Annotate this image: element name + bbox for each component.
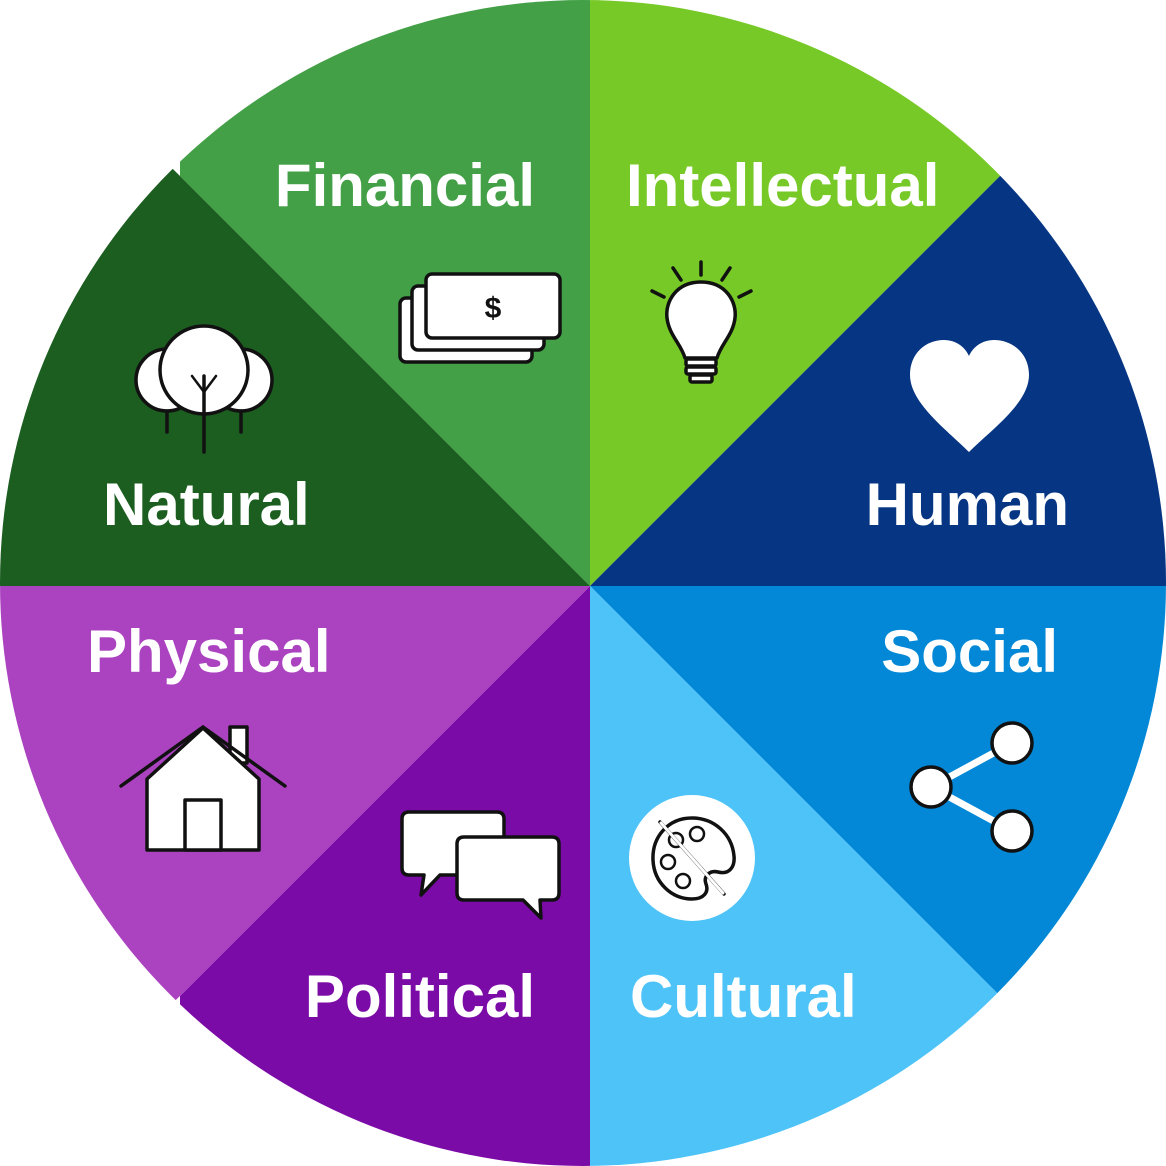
wedge-political: [180, 586, 590, 1166]
wedge-financial: [180, 0, 590, 586]
speech-bubbles-icon: [400, 810, 561, 920]
wedge-social: [590, 586, 1166, 996]
segment-label-cultural: Cultural: [630, 963, 857, 1030]
wedge-cultural: [590, 586, 1000, 1166]
trees-icon: [134, 324, 274, 454]
segment-label-social: Social: [881, 618, 1058, 685]
segment-label-human: Human: [866, 471, 1069, 538]
segment-label-financial: Financial: [275, 152, 535, 219]
lightbulb-icon: [650, 260, 753, 384]
money-icon: $: [398, 272, 562, 364]
svg-text:$: $: [485, 292, 502, 325]
heart-icon: [910, 340, 1029, 452]
segment-label-political: Political: [305, 963, 535, 1030]
house-icon: [119, 724, 287, 852]
wedge-intellectual: [590, 0, 1000, 586]
wedge-human: [590, 0, 1166, 586]
segment-label-physical: Physical: [87, 618, 331, 685]
palette-icon: [629, 795, 755, 921]
segment-label-intellectual: Intellectual: [626, 152, 939, 219]
share-icon: [909, 721, 1034, 853]
segment-label-natural: Natural: [103, 471, 310, 538]
